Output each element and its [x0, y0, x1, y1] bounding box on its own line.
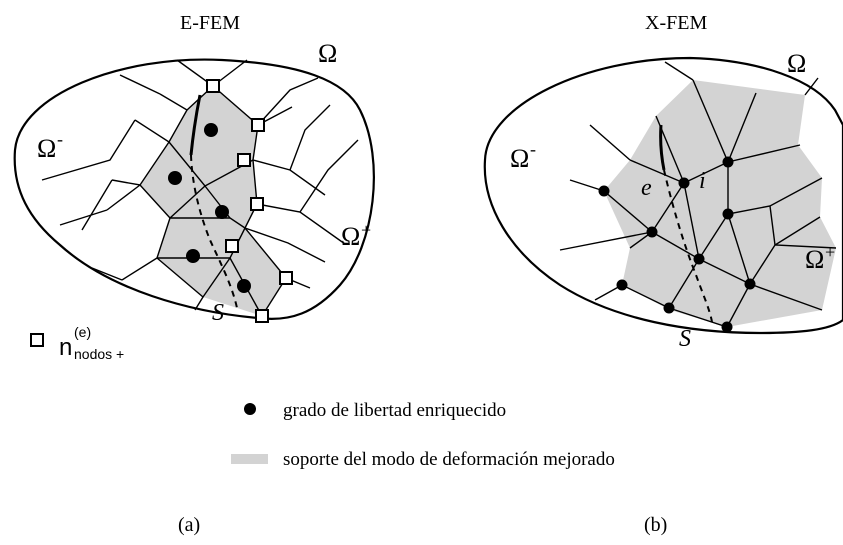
legend: grado de libertad enriquecido soporte de…	[231, 400, 615, 470]
panel-b-discontinuity-dashed	[663, 169, 713, 323]
enriched-dof	[616, 279, 628, 291]
panel-b-enriched-nodes	[598, 156, 756, 333]
panel-b-omega-minus-label: Ω	[510, 144, 529, 173]
panel-b-node-label: i	[699, 168, 706, 194]
panel-a-discontinuity-label: S	[212, 300, 224, 326]
panel-b-discontinuity-solid	[659, 124, 666, 171]
panel-b-title: X-FEM	[645, 12, 707, 34]
panel-a-omega-minus-sup: -	[57, 129, 63, 149]
enriched-dof	[663, 302, 675, 314]
panel-b-omega-label: Ω	[787, 49, 806, 78]
panel-a: E-FEM	[13, 12, 375, 536]
panel-b-shaded-region	[604, 80, 836, 327]
panel-b-omega-plus-label: Ω	[805, 245, 824, 274]
panel-b-discontinuity-label: S	[679, 326, 691, 352]
enriched-dof	[721, 321, 733, 333]
panel-a-discontinuity-dashed	[190, 154, 238, 309]
positive-node	[279, 271, 293, 285]
positive-node	[251, 118, 265, 132]
panel-b-omega-minus-sup: -	[530, 139, 536, 159]
positive-node	[250, 197, 264, 211]
panel-a-caption: (a)	[178, 514, 200, 536]
enriched-dof	[598, 185, 610, 197]
enriched-dof	[678, 177, 690, 189]
positive-node	[237, 153, 251, 167]
panel-a-domain-boundary	[13, 58, 375, 320]
positive-node	[206, 79, 220, 93]
legend-support-text: soporte del modo de deformación mejorado	[283, 449, 615, 470]
legend-enriched-dof-text: grado de libertad enriquecido	[283, 400, 506, 421]
enriched-dof	[646, 226, 658, 238]
legend-n-sup: (e)	[74, 324, 91, 340]
enriched-dof	[215, 205, 229, 219]
panel-b-omega-plus-sup: +	[825, 242, 835, 262]
legend-square-icon	[30, 333, 44, 347]
panel-b-element-label: e	[641, 175, 652, 201]
enriched-dof	[744, 278, 756, 290]
positive-node	[225, 239, 239, 253]
panel-a-enriched-dofs	[168, 123, 251, 293]
legend-dot-icon	[244, 403, 256, 415]
panel-a-omega-label: Ω	[318, 39, 337, 68]
panel-a-discontinuity-solid	[189, 94, 202, 156]
panel-a-omega-minus-label: Ω	[37, 134, 56, 163]
panel-b-caption: (b)	[644, 514, 667, 536]
enriched-dof	[204, 123, 218, 137]
enriched-dof	[186, 249, 200, 263]
enriched-dof	[693, 253, 705, 265]
positive-node	[255, 309, 269, 323]
legend-n-label: n	[59, 334, 72, 361]
legend-n-sub: nodos +	[74, 346, 124, 362]
panel-a-omega-plus-sup: +	[361, 220, 371, 240]
enriched-dof	[237, 279, 251, 293]
enriched-dof	[168, 171, 182, 185]
panel-b: X-FEM	[483, 12, 843, 536]
panel-a-positive-nodes	[206, 79, 293, 323]
enriched-dof	[722, 208, 734, 220]
panel-b-domain-boundary	[483, 56, 843, 335]
enriched-dof	[722, 156, 734, 168]
panel-a-title: E-FEM	[180, 12, 240, 34]
panel-a-omega-plus-label: Ω	[341, 222, 360, 251]
legend-shade-swatch	[231, 454, 268, 464]
